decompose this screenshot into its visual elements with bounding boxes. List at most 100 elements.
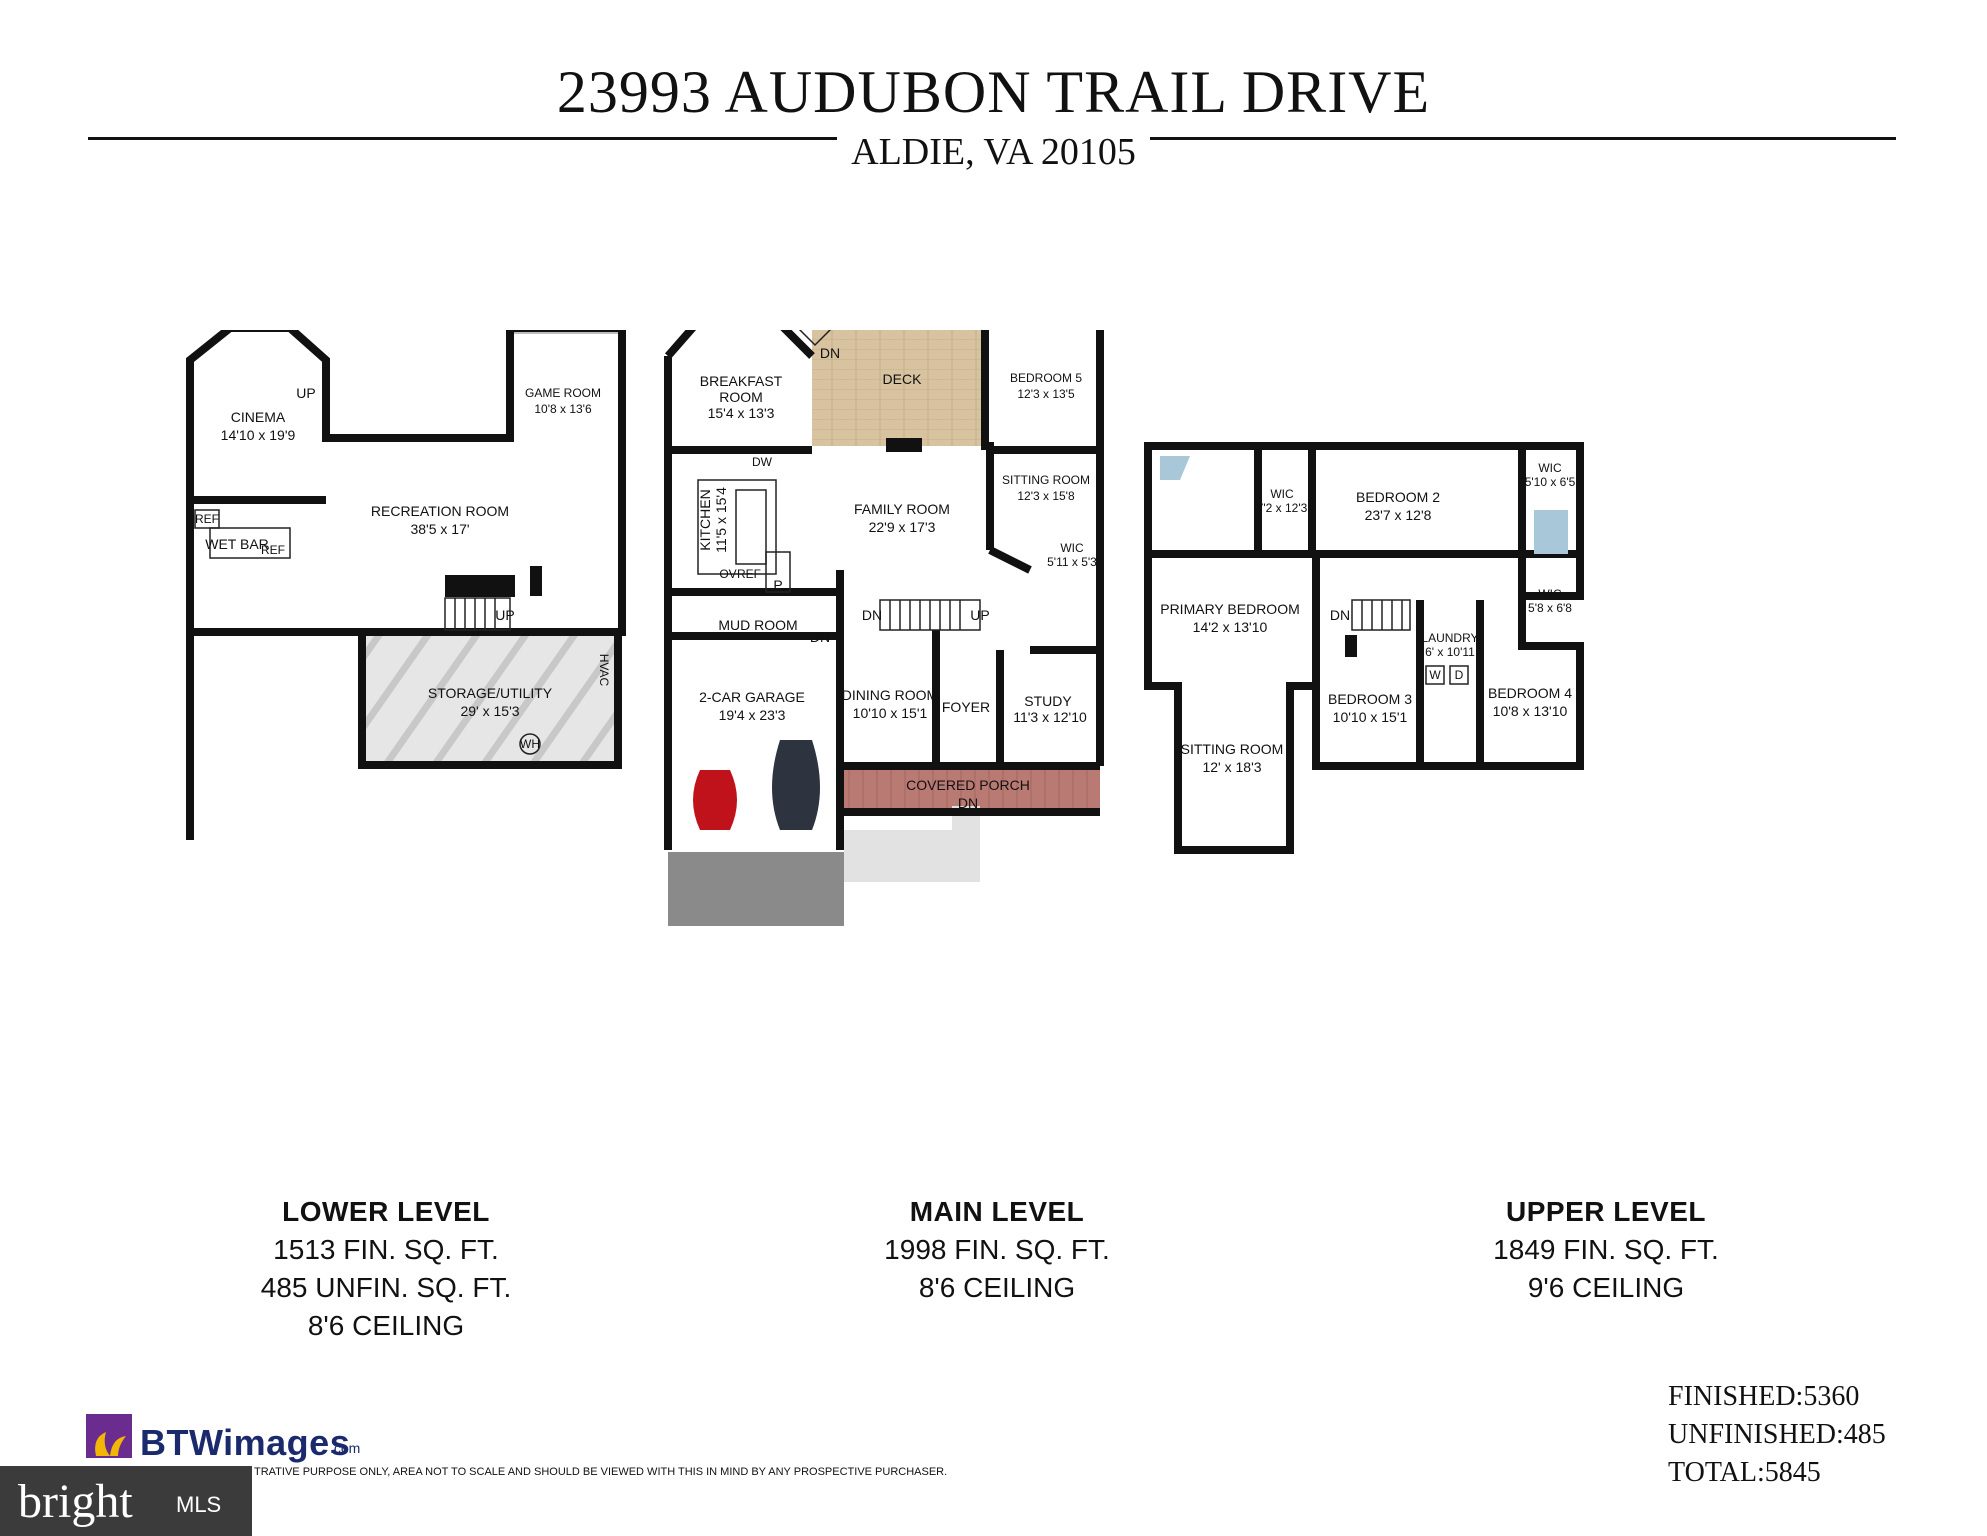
total-label: TOTAL:: [1668, 1457, 1765, 1488]
main-stairs: [879, 599, 981, 631]
subtitle-text: ALDIE, VA 20105: [837, 130, 1150, 174]
lower-level-plan: UP CINEMA 14'10 x 19'9 UP GAME ROOM 10'8…: [186, 330, 626, 840]
mls-suffix: MLS: [176, 1492, 222, 1517]
cinema-up-label: UP: [296, 385, 315, 401]
bedroom4-dim: 10'8 x 13'10: [1493, 703, 1568, 719]
study-dim: 11'3 x 12'10: [1013, 709, 1087, 725]
btw-brand-suffix: .com: [330, 1440, 361, 1456]
lower-level-title: LOWER LEVEL: [282, 1196, 490, 1227]
fireplace: [886, 438, 922, 452]
upper-level-line2: 9'6 CEILING: [1527, 1272, 1685, 1303]
bedroom2-tub: [1534, 510, 1568, 554]
breakfast-dim: 15'4 x 13'3: [708, 405, 775, 421]
main-level-summary: MAIN LEVEL 1998 FIN. SQ. FT. 8'6 CEILING: [797, 1196, 1197, 1304]
breakfast-label-1: BREAKFAST: [700, 373, 783, 389]
deck-stairs: [798, 330, 832, 347]
upper-stairs: [1351, 599, 1411, 631]
breakfast-label-2: ROOM: [719, 389, 763, 405]
bedroom5-dim: 12'3 x 13'5: [1017, 387, 1075, 401]
unfinished-value: 485: [1843, 1419, 1886, 1450]
wet-bar-counter: [209, 527, 291, 559]
storage-label: STORAGE/UTILITY: [428, 685, 553, 701]
upper-exterior-walls: [1144, 442, 1584, 854]
square-footage-totals: FINISHED:5360 UNFINISHED:485 TOTAL:5845: [1668, 1378, 1886, 1492]
main-level-title: MAIN LEVEL: [909, 1196, 1085, 1227]
main-level-line1: 1998 FIN. SQ. FT.: [884, 1234, 1110, 1265]
red-car: [693, 770, 737, 830]
washer-label: W: [1429, 668, 1441, 682]
mud-room-dn-label: DN: [810, 629, 830, 645]
total-value: 5845: [1764, 1457, 1821, 1488]
finished-label: FINISHED:: [1668, 1381, 1804, 1412]
finished-row: FINISHED:5360: [1668, 1378, 1886, 1416]
wet-bar-label: WET BAR: [205, 536, 269, 552]
ref-label: REF: [737, 567, 761, 581]
mls-badge: [0, 1466, 252, 1536]
pantry-label: P: [773, 577, 782, 593]
washer: [1425, 665, 1445, 685]
dining-room-dim: 10'10 x 15'1: [853, 705, 928, 721]
covered-porch-dn-label: DN: [958, 795, 978, 811]
upper-level-plan: WIC 7'2 x 12'3 BEDROOM 2 23'7 x 12'8 WIC…: [1144, 442, 1584, 854]
recreation-room-label: RECREATION ROOM: [371, 503, 509, 519]
btw-logo-icon: [86, 1414, 132, 1458]
lower-stair-up-label: UP: [495, 607, 514, 623]
main-stair-dn-label: DN: [862, 607, 882, 623]
lower-level-line1: 1513 FIN. SQ. FT.: [273, 1234, 499, 1265]
bedroom2-label: BEDROOM 2: [1356, 489, 1440, 505]
garage-dim: 19'4 x 23'3: [719, 707, 786, 723]
upper-level-summary: UPPER LEVEL 1849 FIN. SQ. FT. 9'6 CEILIN…: [1406, 1196, 1806, 1304]
unfinished-row: UNFINISHED:485: [1668, 1416, 1886, 1454]
page-subtitle: ALDIE, VA 20105: [0, 130, 1987, 174]
recreation-room-dim: 38'5 x 17': [410, 521, 469, 537]
covered-porch-fill: [842, 770, 1100, 812]
wic-upper3-label: WIC: [1538, 587, 1562, 601]
finished-value: 5360: [1803, 1381, 1860, 1412]
kitchen-dim: 11'5 x 15'4: [713, 487, 729, 553]
wic-main-label: WIC: [1060, 541, 1084, 555]
dining-room-label: DINING ROOM: [842, 687, 938, 703]
cinema-dim: 14'10 x 19'9: [221, 427, 296, 443]
game-room-label: GAME ROOM: [525, 386, 601, 400]
mud-room-label: MUD ROOM: [718, 617, 797, 633]
deck-fill: [812, 330, 985, 446]
front-walk: [844, 806, 980, 882]
upper-stair-dn-label: DN: [1330, 607, 1350, 623]
upper-column: [1345, 635, 1357, 657]
primary-bedroom-dim: 14'2 x 13'10: [1193, 619, 1268, 635]
main-stair-up-label: UP: [970, 607, 989, 623]
game-room-dim: 10'8 x 13'6: [534, 402, 592, 416]
bedroom4-label: BEDROOM 4: [1488, 685, 1572, 701]
sitting-room-upper-dim: 12' x 18'3: [1202, 759, 1261, 775]
kitchen-label: KITCHEN: [697, 489, 713, 550]
main-exterior-walls: [664, 330, 1104, 850]
lower-level-line3: 8'6 CEILING: [307, 1310, 465, 1341]
wic-upper3-dim: 5'8 x 6'8: [1528, 601, 1572, 615]
lower-level-line2: 485 UNFIN. SQ. FT.: [260, 1272, 512, 1303]
family-room-label: FAMILY ROOM: [854, 501, 950, 517]
foyer-label: FOYER: [942, 699, 990, 715]
lower-exterior-walls: [186, 330, 626, 840]
sitting-room-main-label: SITTING ROOM: [1002, 473, 1090, 487]
wic-upper2-label: WIC: [1538, 461, 1562, 475]
disclaimer-text: TRATIVE PURPOSE ONLY, AREA NOT TO SCALE …: [254, 1466, 948, 1478]
laundry-label: LAUNDRY: [1421, 631, 1478, 645]
water-heater-label: WH: [520, 737, 540, 751]
upper-level-line1: 1849 FIN. SQ. FT.: [1493, 1234, 1719, 1265]
wic-upper1-label: WIC: [1270, 487, 1294, 501]
ov-label: OV: [719, 567, 736, 581]
family-room-dim: 22'9 x 17'3: [869, 519, 936, 535]
kitchen-island: [697, 479, 777, 575]
primary-bedroom-label: PRIMARY BEDROOM: [1160, 601, 1300, 617]
primary-tub: [1160, 456, 1190, 480]
storage-hatch-fill: [362, 635, 618, 765]
storage-dim: 29' x 15'3: [460, 703, 519, 719]
total-row: TOTAL:5845: [1668, 1454, 1886, 1492]
main-level-plan: BREAKFAST ROOM 15'4 x 13'3 DECK DN BEDRO…: [664, 330, 1104, 926]
unfinished-label: UNFINISHED:: [1668, 1419, 1844, 1450]
garage-pad: [668, 852, 844, 926]
bedroom2-dim: 23'7 x 12'8: [1365, 507, 1432, 523]
lower-column: [530, 566, 542, 596]
bedroom5-label: BEDROOM 5: [1010, 371, 1082, 385]
hvac-label: HVAC: [597, 654, 611, 687]
